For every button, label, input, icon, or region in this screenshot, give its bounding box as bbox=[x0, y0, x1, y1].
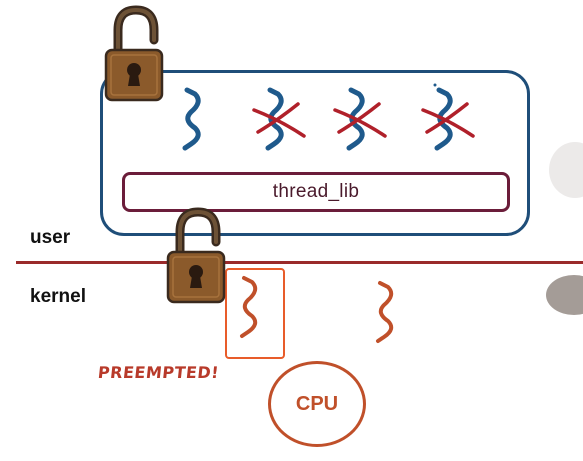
user-thread-3 bbox=[333, 87, 387, 151]
cpu-circle: CPU bbox=[268, 361, 366, 447]
cross-mark-2 bbox=[252, 102, 306, 138]
preempted-thread-highlight bbox=[225, 268, 285, 359]
thread-lib-box: thread_lib bbox=[122, 172, 510, 212]
presenter-hand-top bbox=[549, 142, 583, 198]
dot-mark bbox=[433, 83, 437, 87]
cross-mark-3 bbox=[333, 102, 387, 138]
kernel-thread-2 bbox=[376, 281, 394, 343]
user-thread-2 bbox=[252, 87, 306, 151]
user-thread-4 bbox=[421, 87, 475, 151]
open-lock-icon bbox=[166, 207, 226, 304]
user-kernel-divider bbox=[16, 261, 583, 264]
cpu-label: CPU bbox=[295, 392, 339, 415]
thread-lib-label: thread_lib bbox=[272, 181, 360, 202]
cross-mark-4 bbox=[421, 102, 475, 138]
kernel-space-label: kernel bbox=[30, 286, 86, 307]
open-lock-icon bbox=[104, 5, 164, 102]
presenter-hand-bottom bbox=[546, 275, 583, 315]
kernel-thread-1 bbox=[240, 276, 258, 338]
user-process-box bbox=[100, 70, 530, 236]
user-space-label: user bbox=[30, 227, 71, 248]
user-thread-1 bbox=[182, 87, 201, 151]
